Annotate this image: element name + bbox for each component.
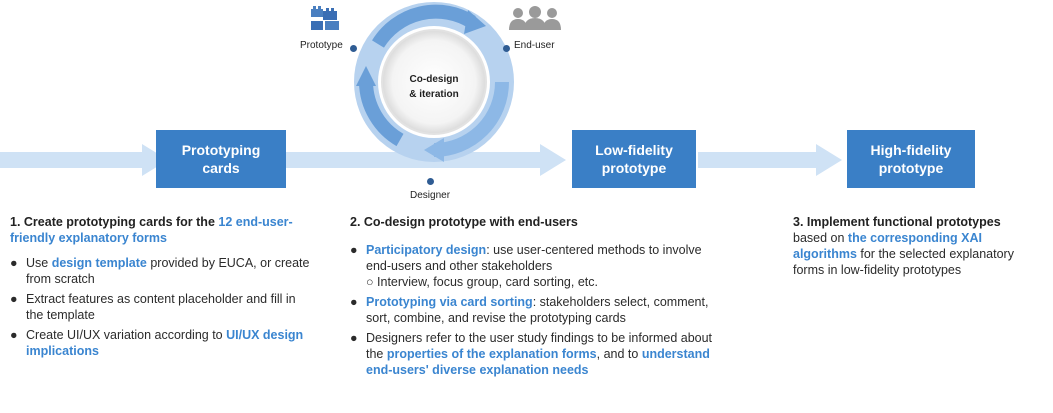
design-template-link: design template — [51, 256, 147, 270]
co-design-cycle — [354, 2, 514, 162]
list-item: ● Participatory design: use user-centere… — [350, 242, 720, 290]
participatory-design-link: Participatory design — [366, 243, 487, 257]
bullet-text: : use user-centered methods to involve e… — [366, 243, 702, 273]
section3-text: based on — [793, 231, 848, 245]
card-sorting-link: Prototyping via card sorting — [366, 295, 533, 309]
prototype-label: Prototype — [300, 40, 343, 51]
cycle-center-label: Co-design & iteration — [392, 72, 476, 102]
section-co-design: 2. Co-design prototype with end-users ● … — [350, 214, 720, 378]
stage-line2: prototype — [878, 160, 944, 176]
section-create-cards: 1. Create prototyping cards for the 12 e… — [10, 214, 310, 359]
stage-line1: Prototyping — [181, 142, 261, 158]
designer-node — [427, 178, 434, 185]
prototype-node — [350, 45, 357, 52]
section3-text: for the selected explanatory forms in lo… — [793, 247, 1014, 277]
section-implement: 3. Implement functional prototypes based… — [793, 214, 1048, 278]
bullet-icon: ● — [10, 292, 18, 306]
cycle-center-line1: Co-design — [409, 74, 459, 85]
section1-heading-highlight: 12 end-user-friendly explanatory forms — [10, 215, 293, 245]
stage-line2: cards — [202, 160, 240, 176]
bullet-text: Designers refer to the user study findin… — [366, 331, 713, 361]
bullet-icon: ● — [350, 331, 358, 345]
bullet-icon: ● — [350, 295, 358, 309]
bullet-icon: ● — [10, 328, 18, 342]
xai-algorithms-link: the corresponding XAI algorithms — [793, 231, 982, 261]
bullet-text: , and to — [596, 347, 642, 361]
blocks-icon — [311, 6, 339, 30]
stage-low-fidelity-prototype: Low-fidelity prototype — [572, 130, 696, 188]
cycle-center-line2: & iteration — [409, 89, 459, 100]
list-item: ● Create UI/UX variation according to UI… — [10, 327, 310, 359]
bullet-text: : stakeholders select, comment, sort, co… — [366, 295, 709, 325]
bullet-icon: ● — [350, 243, 358, 257]
bullet-text: Create UI/UX variation according to — [26, 328, 227, 342]
list-item: ● Designers refer to the user study find… — [350, 330, 720, 378]
list-item: ● Extract features as content placeholde… — [10, 291, 310, 323]
section3-body: based on the corresponding XAI algorithm… — [793, 230, 1048, 278]
stage-high-fidelity-prototype: High-fidelity prototype — [847, 130, 975, 188]
section1-heading-text: 1. Create prototyping cards for the — [10, 215, 219, 229]
section2-heading: 2. Co-design prototype with end-users — [350, 215, 578, 229]
stage-prototyping-cards: Prototyping cards — [156, 130, 286, 188]
stage-line1: Low-fidelity — [595, 142, 673, 158]
stage-line1: High-fidelity — [870, 142, 952, 158]
section1-heading: 1. Create prototyping cards for the 12 e… — [10, 214, 310, 246]
section3-heading: 3. Implement functional prototypes — [793, 215, 1001, 229]
list-item: ● Use design template provided by EUCA, … — [10, 255, 310, 287]
explanation-needs-link: understand end-users' diverse explanatio… — [366, 347, 710, 377]
ui-ux-implications-link: UI/UX design implications — [26, 328, 304, 358]
end-user-node — [503, 45, 510, 52]
bullet-icon: ● — [10, 256, 18, 270]
bullet-text: Extract features as content placeholder … — [26, 292, 296, 322]
sub-bullet-text: ○ Interview, focus group, card sorting, … — [366, 275, 598, 289]
stage-line2: prototype — [601, 160, 667, 176]
designer-label: Designer — [410, 190, 451, 201]
bullet-text: Use — [26, 256, 52, 270]
end-user-label: End-user — [514, 40, 555, 51]
list-item: ● Prototyping via card sorting: stakehol… — [350, 294, 720, 326]
bullet-text: provided by EUCA, or create from scratch — [26, 256, 310, 286]
users-group-icon — [509, 6, 561, 30]
explanation-properties-link: properties of the explanation forms — [386, 347, 597, 361]
